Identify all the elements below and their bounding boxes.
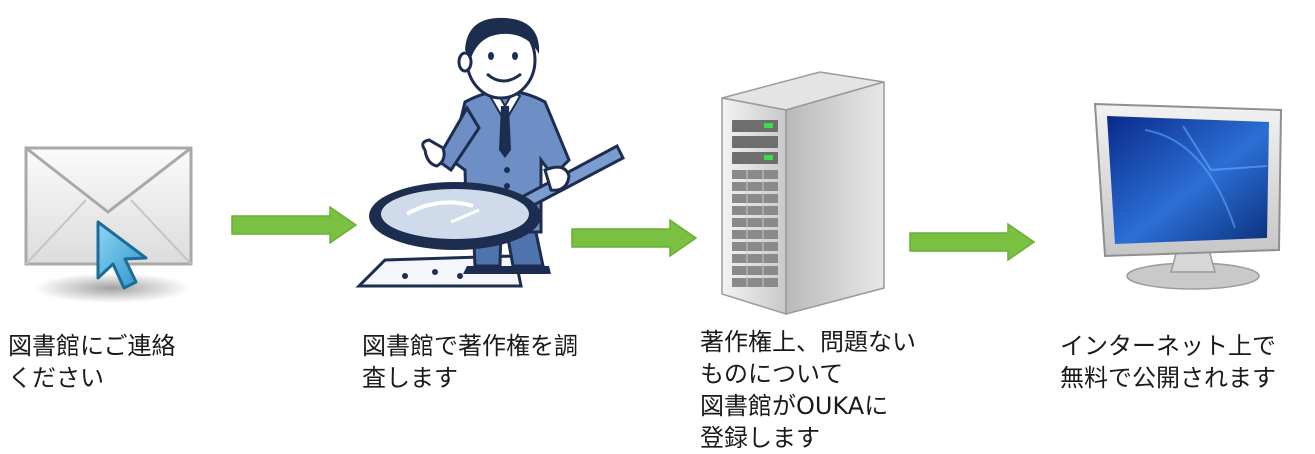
caption-review: 図書館で著作権を調 査します: [362, 330, 578, 394]
caption-line: ください: [8, 364, 104, 392]
flow-arrow-3: [908, 222, 1038, 262]
right-arrow-icon: [909, 222, 1036, 262]
caption-line: インターネット上で: [1060, 332, 1276, 360]
step-review: [355, 10, 630, 292]
envelope-with-cursor-icon: [24, 146, 193, 303]
step-publish: [1085, 100, 1290, 292]
man-with-magnifier-icon: [355, 17, 625, 288]
caption-line: 著作権上、問題ない: [700, 328, 916, 356]
caption-line: ものについて: [700, 360, 844, 388]
step-contact: [20, 140, 205, 315]
caption-register: 著作権上、問題ない ものについて 図書館がOUKAに 登録します: [700, 326, 916, 454]
caption-line: 登録します: [700, 424, 820, 452]
flow-arrow-2: [570, 218, 700, 258]
step-register: [718, 68, 890, 316]
right-arrow-icon: [571, 218, 698, 258]
server-tower-icon: [721, 71, 885, 316]
caption-line: 無料で公開されます: [1060, 364, 1276, 392]
caption-line: 図書館で著作権を調: [362, 332, 578, 360]
caption-line: 図書館がOUKAに: [700, 392, 889, 420]
caption-contact: 図書館にご連絡 ください: [8, 330, 176, 394]
caption-line: 図書館にご連絡: [8, 332, 176, 360]
right-arrow-icon: [231, 205, 358, 245]
caption-publish: インターネット上で 無料で公開されます: [1060, 330, 1276, 394]
flow-arrow-1: [230, 205, 360, 245]
caption-line: 査します: [362, 364, 458, 392]
monitor-icon: [1093, 102, 1283, 290]
